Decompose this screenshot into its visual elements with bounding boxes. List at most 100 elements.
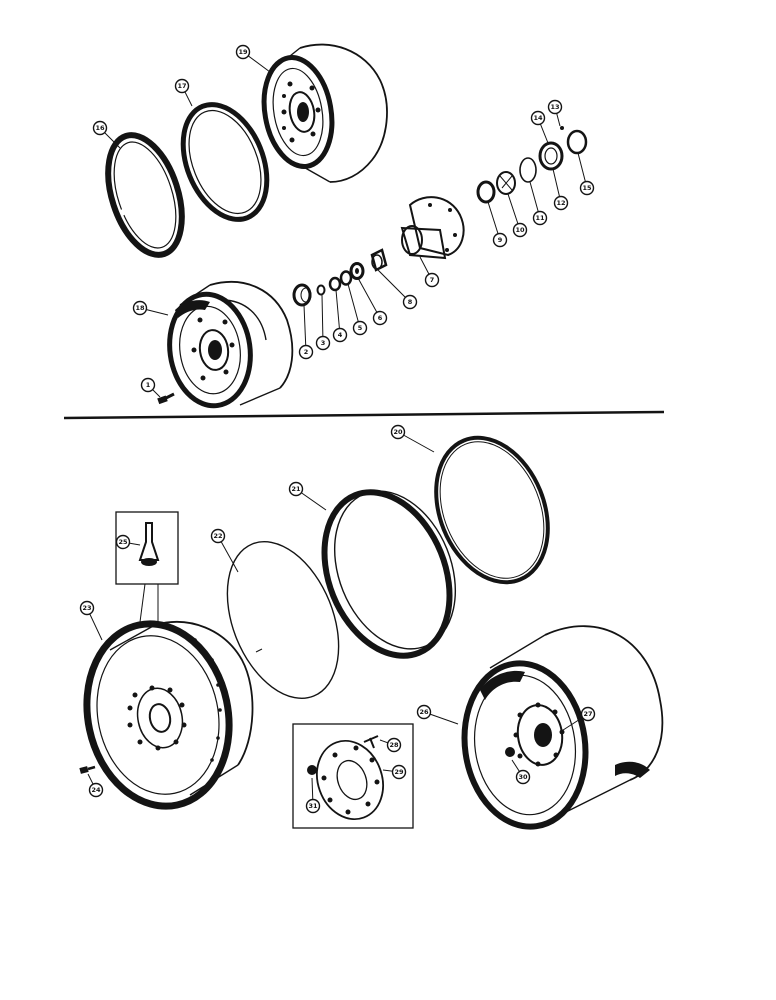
- callout-number-2: 2: [304, 348, 309, 356]
- dual-wheel: [461, 625, 664, 830]
- callout-7: 7: [419, 256, 440, 288]
- callout-24: 24: [87, 773, 104, 798]
- callout-2: 2: [298, 304, 314, 360]
- flange-ring: [321, 489, 457, 659]
- callout-number-30: 30: [518, 773, 528, 781]
- clamp-plate-inset: [292, 723, 414, 829]
- callout-19: 19: [235, 44, 271, 73]
- washer: [339, 270, 353, 286]
- callout-number-18: 18: [135, 304, 145, 312]
- callout-circle-3: [315, 335, 331, 351]
- callout-8: 8: [377, 269, 418, 310]
- split-lock-ring: [105, 132, 185, 258]
- o-ring-large: [434, 435, 550, 585]
- callout-number-10: 10: [515, 226, 525, 234]
- callout-3: 3: [315, 294, 331, 351]
- callout-circle-1: [140, 377, 156, 393]
- callout-21: 21: [288, 481, 327, 511]
- callout-number-13: 13: [550, 103, 559, 111]
- seal-retainer: [538, 141, 564, 171]
- callout-circle-10: [512, 222, 528, 238]
- callout-number-11: 11: [535, 214, 545, 222]
- callout-number-23: 23: [82, 604, 91, 612]
- callout-number-4: 4: [338, 331, 343, 339]
- callout-11: 11: [529, 181, 548, 226]
- valve-stem-inset: [115, 511, 179, 625]
- bearing-cup-outer: [370, 248, 388, 272]
- callout-27: 27: [559, 706, 596, 733]
- callout-10: 10: [507, 193, 528, 238]
- section-divider: [63, 410, 665, 420]
- callout-circle-19: [235, 44, 251, 60]
- callout-17: 17: [174, 78, 193, 107]
- callout-31: 31: [305, 777, 321, 814]
- callout-number-19: 19: [238, 48, 248, 56]
- callout-number-9: 9: [498, 236, 503, 244]
- callout-9: 9: [487, 201, 508, 248]
- callout-25: 25: [115, 534, 141, 550]
- callout-circle-11: [532, 210, 548, 226]
- callout-5: 5: [347, 283, 368, 336]
- callout-29: 29: [382, 764, 407, 780]
- callout-number-31: 31: [308, 802, 318, 810]
- callout-circle-8: [402, 294, 418, 310]
- callout-leader-8: [377, 269, 411, 303]
- callout-circle-20: [390, 424, 406, 440]
- callout-leader-4: [335, 289, 341, 336]
- callout-number-29: 29: [394, 768, 404, 776]
- callout-number-16: 16: [95, 124, 105, 132]
- callout-leader-5: [347, 283, 361, 329]
- callout-circle-13: [547, 99, 563, 115]
- callout-circle-12: [553, 195, 569, 211]
- fitting-dot: [560, 126, 564, 130]
- callout-4: 4: [332, 289, 348, 343]
- callout-number-15: 15: [582, 184, 592, 192]
- wheel-rim-lower: [167, 281, 294, 409]
- grease-cap: [566, 129, 588, 155]
- side-ring: [180, 102, 270, 222]
- callout-circle-17: [174, 78, 190, 94]
- callout-number-22: 22: [213, 532, 222, 540]
- wheel-hub: [400, 196, 465, 260]
- callout-number-6: 6: [378, 314, 383, 322]
- callout-number-20: 20: [393, 428, 403, 436]
- seal-ring: [519, 157, 537, 183]
- callout-1: 1: [140, 377, 161, 398]
- callout-number-8: 8: [408, 298, 413, 306]
- callout-circle-23: [79, 600, 95, 616]
- callout-23: 23: [79, 600, 103, 641]
- bearing-cone-inner: [496, 171, 516, 195]
- callout-22: 22: [210, 528, 239, 573]
- bearing-cone-outer: [349, 262, 365, 280]
- bolt-small: [157, 392, 175, 405]
- wheel-rim-upper: [261, 43, 388, 183]
- callout-20: 20: [390, 424, 435, 453]
- callout-number-26: 26: [419, 708, 429, 716]
- callout-circle-28: [386, 737, 402, 753]
- callout-number-24: 24: [91, 786, 101, 794]
- callout-number-7: 7: [430, 276, 435, 284]
- callout-16: 16: [92, 120, 121, 149]
- callout-14: 14: [530, 110, 549, 144]
- thin-ring: [226, 540, 340, 700]
- callout-number-21: 21: [291, 485, 301, 493]
- callout-number-1: 1: [146, 381, 151, 389]
- bolt-wheel: [79, 765, 96, 774]
- callout-13: 13: [547, 99, 563, 127]
- callout-circle-9: [492, 232, 508, 248]
- callout-circle-26: [416, 704, 432, 720]
- callout-circle-14: [530, 110, 546, 126]
- callout-circle-7: [424, 272, 440, 288]
- callout-circle-15: [579, 180, 595, 196]
- callout-12: 12: [552, 168, 569, 211]
- callout-circle-16: [92, 120, 108, 136]
- disc-wheel: [83, 620, 254, 810]
- callout-number-5: 5: [358, 324, 363, 332]
- callout-number-27: 27: [583, 710, 592, 718]
- bearing-cup-inner: [476, 180, 496, 204]
- callout-leader-6: [357, 277, 381, 319]
- callout-circle-29: [391, 764, 407, 780]
- callout-number-12: 12: [556, 199, 565, 207]
- callout-circle-27: [580, 706, 596, 722]
